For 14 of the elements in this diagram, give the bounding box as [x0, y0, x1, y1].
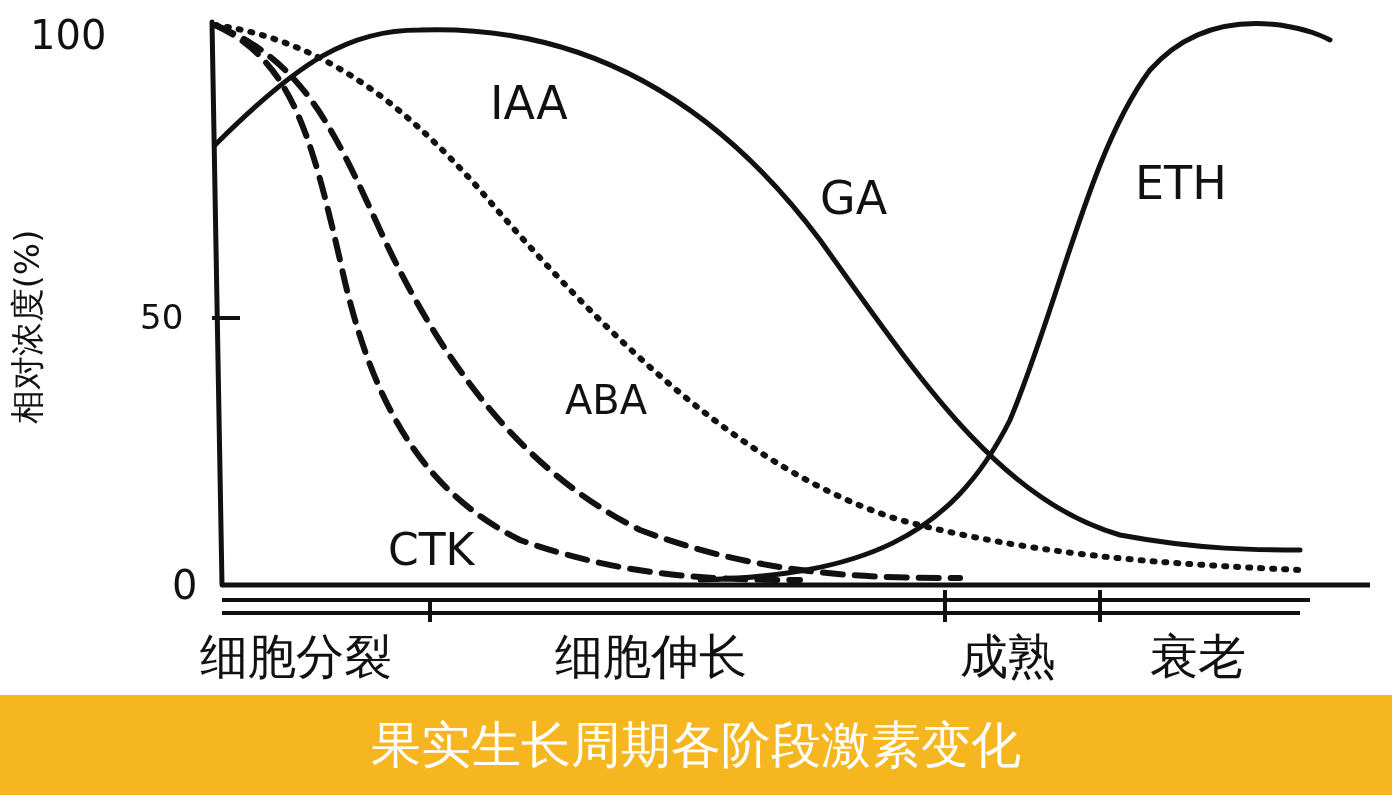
curve-label: ETH: [1135, 160, 1227, 206]
stage-label: 细胞分裂: [200, 632, 392, 680]
stage-label: 细胞伸长: [555, 632, 747, 680]
caption-banner: 果实生长周期各阶段激素变化: [0, 695, 1392, 795]
curve-label: IAA: [490, 80, 568, 126]
axis-tick-label: 50: [140, 300, 184, 334]
curve-label: CTK: [388, 528, 475, 572]
axis-title: 相对浓度(%): [10, 229, 45, 425]
curve-label: ABA: [565, 380, 648, 420]
axis-tick-label: 100: [30, 15, 107, 55]
curve-label: GA: [820, 175, 888, 221]
axis-tick-label: 0: [172, 565, 198, 605]
stage-label: 衰老: [1150, 632, 1246, 680]
stage-label: 成熟: [960, 632, 1056, 680]
